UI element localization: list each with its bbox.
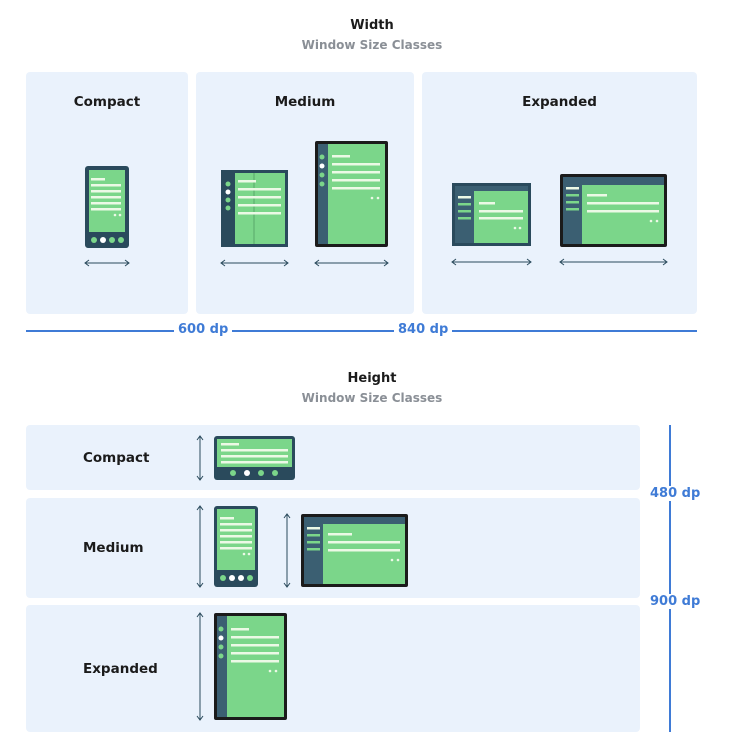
height-breakpoint-line: [669, 425, 671, 732]
compact-height-arrow: [196, 435, 204, 481]
height-medium-label: Medium: [83, 540, 144, 556]
width-compact-label: Compact: [73, 94, 141, 110]
breakpoint-840dp-label: 840 dp: [394, 322, 453, 337]
compact-width-arrow: [84, 259, 130, 267]
medium-portrait-phone-device: [214, 506, 258, 587]
width-expanded-label: Expanded: [522, 94, 597, 110]
height-expanded-panel: Expanded: [26, 605, 640, 732]
expanded-desktop-width-arrow: [559, 258, 668, 266]
medium-tablet-height-arrow: [283, 513, 291, 588]
width-devices-illustration: [84, 141, 668, 267]
medium-tablet-width-arrow: [314, 259, 389, 267]
width-medium-label: Medium: [274, 94, 336, 110]
expanded-desktop-device: [560, 174, 667, 247]
height-compact-panel: Compact: [26, 425, 640, 490]
expanded-landscape-width-arrow: [451, 258, 532, 266]
height-title: Height: [347, 371, 397, 386]
width-breakpoint-line: [26, 330, 697, 332]
width-subtitle: Window Size Classes: [301, 38, 443, 52]
height-expanded-label: Expanded: [83, 661, 158, 677]
breakpoint-600dp-label: 600 dp: [174, 322, 233, 337]
medium-foldable-width-arrow: [220, 259, 289, 267]
compact-landscape-phone-device: [214, 436, 295, 480]
expanded-landscape-tablet-device: [452, 183, 531, 246]
medium-tablet-device: [315, 141, 388, 247]
width-title: Width: [350, 18, 394, 33]
breakpoint-480dp-label: 480 dp: [646, 486, 705, 501]
expanded-portrait-tablet-device: [214, 613, 287, 720]
breakpoint-900dp-label: 900 dp: [646, 594, 705, 609]
medium-phone-height-arrow: [196, 505, 204, 588]
compact-phone-device: [85, 166, 129, 248]
height-subtitle: Window Size Classes: [301, 391, 443, 405]
medium-landscape-tablet-device: [301, 514, 408, 587]
medium-foldable-device: [221, 170, 288, 247]
height-compact-label: Compact: [83, 450, 150, 466]
expanded-height-arrow: [196, 612, 204, 721]
